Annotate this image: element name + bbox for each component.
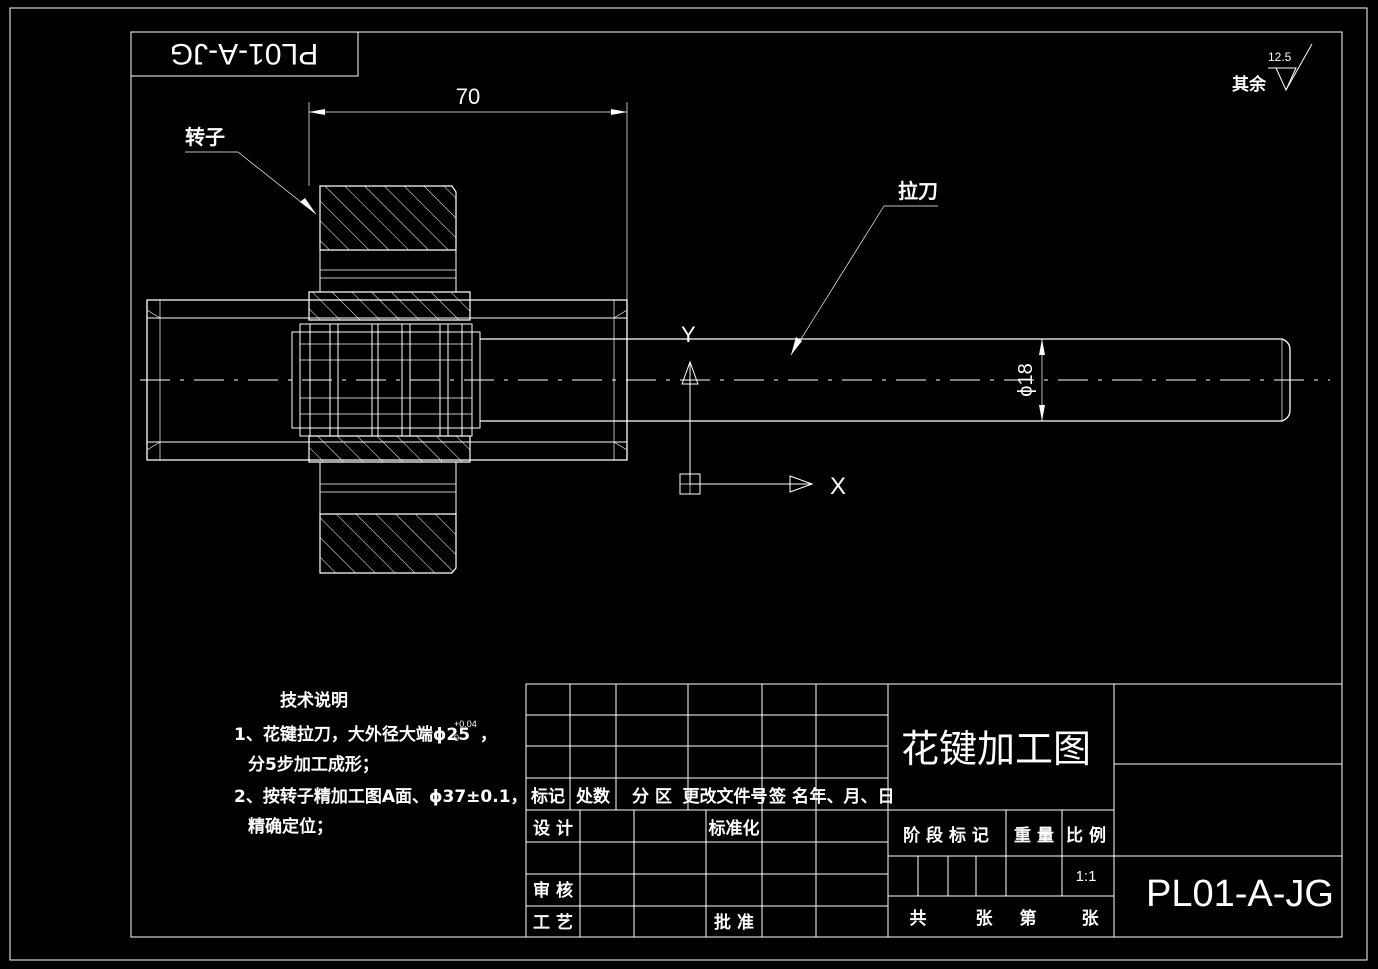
axis-x-label: X xyxy=(830,473,846,500)
drawing-title: 花键加工图 xyxy=(901,729,1091,771)
rev-header-doc: 更改文件号 xyxy=(683,786,768,807)
label-review: 审 核 xyxy=(533,880,573,901)
label-process: 工 艺 xyxy=(533,912,573,933)
rev-header-sign: 签 名 xyxy=(768,786,809,807)
label-weight: 重 量 xyxy=(1014,825,1054,846)
title-block: 花键加工图 PL01-A-JG 标记 处数 分 区 更改文件号 签 名 年、月、… xyxy=(525,683,1343,938)
label-sheet-end: 张 xyxy=(1082,909,1100,929)
axis-y-label: Y xyxy=(681,322,696,347)
tech-line1: 1、花键拉刀，大外径大端ϕ25 xyxy=(234,724,470,745)
scale-value: 1:1 xyxy=(1076,868,1097,885)
tech-tol-lower: 0 xyxy=(454,733,459,743)
rotor-lower xyxy=(308,435,471,574)
label-standardize: 标准化 xyxy=(709,818,760,839)
dimension-diameter: ϕ18 xyxy=(1015,339,1045,421)
label-scale: 比 例 xyxy=(1066,825,1106,846)
label-total: 共 xyxy=(910,909,927,929)
ucs-axes: Y X xyxy=(679,322,846,500)
rev-header-mark: 标记 xyxy=(531,786,565,807)
label-design: 设 计 xyxy=(533,818,573,839)
label-stage-mark: 阶 段 标 记 xyxy=(903,825,989,846)
leader-broach: 拉刀 xyxy=(790,179,938,356)
tech-tol-upper: +0.04 xyxy=(454,719,477,729)
drawing-code: PL01-A-JG xyxy=(1146,873,1334,915)
tech-line4: 精确定位； xyxy=(248,816,333,837)
tech-line1-end: ， xyxy=(480,725,497,745)
leader-rotor: 转子 xyxy=(185,125,317,215)
label-broach: 拉刀 xyxy=(898,179,938,203)
sleeve xyxy=(146,299,628,461)
label-sheets: 张 xyxy=(976,909,994,929)
rev-header-date: 年、月、日 xyxy=(810,786,895,807)
outer-frame xyxy=(9,7,1368,961)
corner-code-text: PL01-A-JG xyxy=(170,37,318,70)
dim-diameter-text: ϕ18 xyxy=(1015,363,1037,396)
corner-code-box: PL01-A-JG xyxy=(130,31,359,77)
rev-header-zone: 分 区 xyxy=(632,787,672,807)
dimension-70: 70 xyxy=(308,84,628,300)
rev-header-count: 处数 xyxy=(575,786,611,807)
dim-length-text: 70 xyxy=(456,84,480,109)
label-approve: 批 准 xyxy=(714,912,754,933)
roughness-value: 12.5 xyxy=(1268,50,1292,64)
broach-shaft xyxy=(140,338,1330,422)
tech-line3: 2、按转子精加工图A面、ϕ37±0.1， xyxy=(234,786,528,807)
rotor-upper xyxy=(308,185,471,321)
roughness-note: 其余 xyxy=(1232,74,1267,95)
roughness-symbol: 其余 12.5 xyxy=(1232,43,1313,95)
label-rotor: 转子 xyxy=(185,125,225,149)
tech-heading: 技术说明 xyxy=(280,690,348,711)
technical-notes: 技术说明 1、花键拉刀，大外径大端ϕ25 +0.04 0 ， 分5步加工成形； … xyxy=(234,690,528,837)
label-sheet-no: 第 xyxy=(1020,908,1037,929)
tech-line2: 分5步加工成形； xyxy=(248,754,379,775)
